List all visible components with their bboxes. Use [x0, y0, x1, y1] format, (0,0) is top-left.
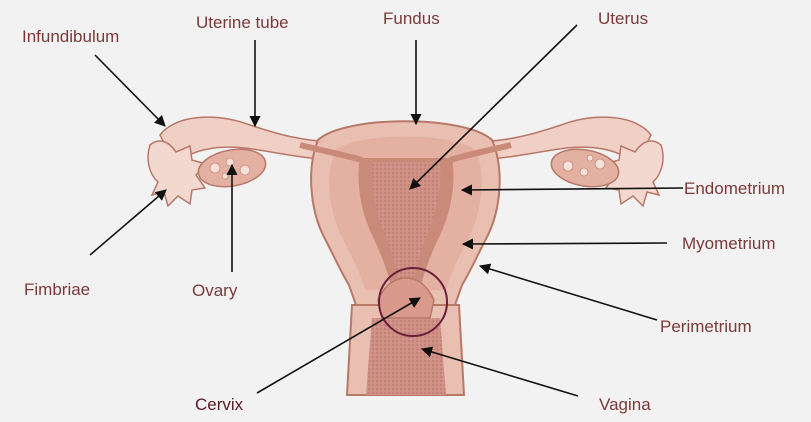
label-endometrium: Endometrium	[684, 180, 785, 197]
label-cervix: Cervix	[195, 396, 243, 413]
label-ovary: Ovary	[192, 282, 237, 299]
label-infundibulum: Infundibulum	[22, 28, 119, 45]
label-vagina: Vagina	[599, 396, 651, 413]
label-uterine-tube: Uterine tube	[196, 14, 289, 31]
label-fimbriae: Fimbriae	[24, 281, 90, 298]
label-perimetrium: Perimetrium	[660, 318, 752, 335]
label-uterus: Uterus	[598, 10, 648, 27]
arrow-myometrium	[463, 243, 667, 244]
arrow-fimbriae	[90, 190, 166, 255]
label-myometrium: Myometrium	[682, 235, 776, 252]
label-fundus: Fundus	[383, 10, 440, 27]
arrow-perimetrium	[480, 266, 657, 320]
arrow-infundibulum	[95, 55, 165, 126]
